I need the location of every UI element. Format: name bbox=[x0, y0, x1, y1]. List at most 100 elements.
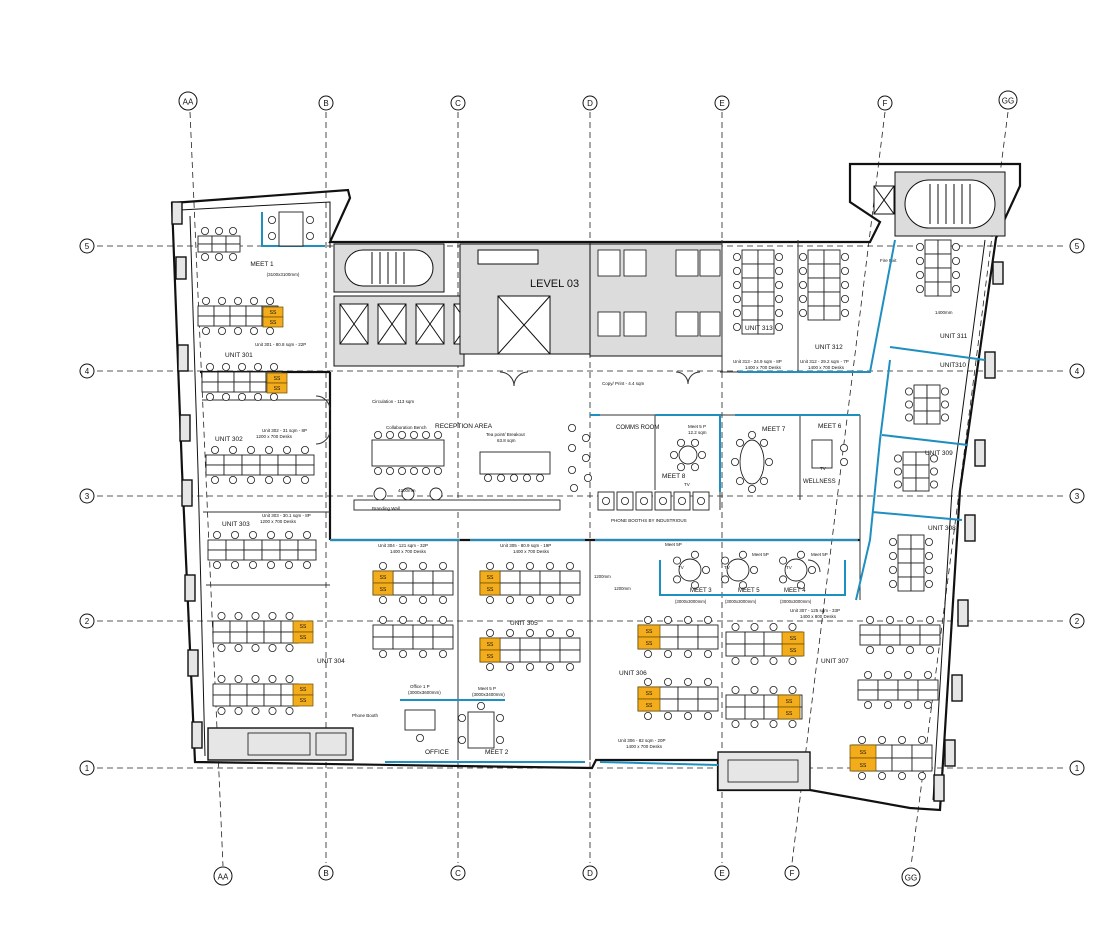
chair bbox=[889, 580, 898, 589]
chair bbox=[664, 616, 673, 625]
chair bbox=[373, 430, 382, 439]
chair bbox=[418, 596, 427, 605]
chair bbox=[640, 496, 649, 505]
desk bbox=[913, 384, 928, 399]
desk bbox=[877, 689, 899, 701]
desk bbox=[295, 454, 315, 466]
chair bbox=[483, 473, 492, 482]
chair bbox=[678, 496, 687, 505]
chair bbox=[268, 675, 277, 684]
chair bbox=[246, 445, 255, 454]
chair bbox=[570, 483, 579, 492]
chair bbox=[760, 477, 769, 486]
desk bbox=[697, 698, 719, 712]
desk bbox=[263, 694, 282, 707]
chair bbox=[775, 280, 784, 289]
chair bbox=[621, 496, 630, 505]
desk bbox=[229, 305, 247, 317]
meet-2-label: MEET 2 bbox=[485, 749, 509, 756]
desk bbox=[919, 634, 941, 646]
ss-label: SS bbox=[300, 635, 307, 641]
chair bbox=[952, 242, 961, 251]
chair bbox=[905, 413, 914, 422]
chair bbox=[677, 438, 686, 447]
chair bbox=[496, 473, 505, 482]
desk bbox=[246, 620, 265, 633]
chair bbox=[779, 556, 788, 565]
chair bbox=[889, 538, 898, 547]
desk bbox=[245, 315, 263, 327]
chair bbox=[385, 430, 394, 439]
unit-301-label: UNIT 301 bbox=[225, 352, 253, 359]
chair bbox=[282, 445, 291, 454]
chair bbox=[253, 392, 262, 401]
desk bbox=[879, 634, 901, 646]
chair bbox=[925, 552, 934, 561]
desk bbox=[725, 631, 746, 645]
desk bbox=[277, 454, 297, 466]
desk bbox=[519, 570, 541, 584]
chair bbox=[584, 473, 593, 482]
meet-1-size: (3100x3100mm) bbox=[267, 272, 300, 277]
desk bbox=[697, 624, 719, 638]
unit-307-desks: 1400 x 800 Desks bbox=[800, 614, 837, 619]
desk bbox=[891, 744, 913, 759]
meet-2-size: (3000x3400mm) bbox=[472, 692, 505, 697]
desk bbox=[913, 397, 928, 412]
furniture bbox=[197, 211, 961, 781]
grid-label-gg-bottom: GG bbox=[905, 874, 917, 883]
unit-309-label: UNIT 309 bbox=[925, 450, 953, 457]
desk bbox=[207, 549, 227, 561]
desk bbox=[212, 620, 231, 633]
chair bbox=[788, 623, 797, 632]
chair bbox=[217, 644, 226, 653]
chair bbox=[750, 720, 759, 729]
grid-label-d-top: D bbox=[587, 99, 593, 108]
desk bbox=[519, 582, 541, 596]
desk bbox=[499, 570, 521, 584]
desk bbox=[897, 689, 919, 701]
chair bbox=[841, 280, 850, 289]
chair bbox=[268, 644, 277, 653]
office-desk bbox=[404, 709, 436, 731]
desk bbox=[823, 305, 841, 321]
chair bbox=[438, 616, 447, 625]
circulation-label: Circulation - 113 sqm bbox=[372, 399, 414, 404]
unit-308-label: UNIT 308 bbox=[928, 525, 956, 532]
meeting-table bbox=[467, 711, 495, 749]
ss-label: SS bbox=[790, 636, 797, 642]
chair bbox=[731, 720, 740, 729]
chair bbox=[673, 575, 682, 584]
desk bbox=[902, 464, 917, 479]
chair bbox=[265, 326, 274, 335]
chair bbox=[878, 772, 887, 781]
desk bbox=[741, 249, 759, 265]
desk bbox=[392, 582, 414, 596]
desk bbox=[757, 277, 775, 293]
desk bbox=[677, 636, 699, 650]
chair bbox=[234, 612, 243, 621]
chair bbox=[799, 252, 808, 261]
chair bbox=[941, 400, 950, 409]
fire-exit-label: Fire Exit bbox=[880, 258, 897, 263]
chair bbox=[866, 646, 875, 655]
desk bbox=[763, 643, 784, 657]
wellness-label: WELLNESS bbox=[803, 479, 836, 485]
desk bbox=[937, 253, 952, 269]
branding-wall bbox=[353, 499, 561, 511]
desk bbox=[926, 397, 941, 412]
chair bbox=[438, 596, 447, 605]
desk bbox=[197, 235, 213, 245]
desk bbox=[432, 582, 454, 596]
desk bbox=[725, 694, 746, 708]
desk bbox=[372, 624, 394, 638]
grid-label-c-bottom: C bbox=[455, 869, 461, 878]
chair bbox=[251, 675, 260, 684]
chair bbox=[775, 308, 784, 317]
chair bbox=[568, 465, 577, 474]
chair bbox=[760, 438, 769, 447]
desk bbox=[924, 267, 939, 283]
chair bbox=[409, 430, 418, 439]
chair bbox=[485, 629, 494, 638]
